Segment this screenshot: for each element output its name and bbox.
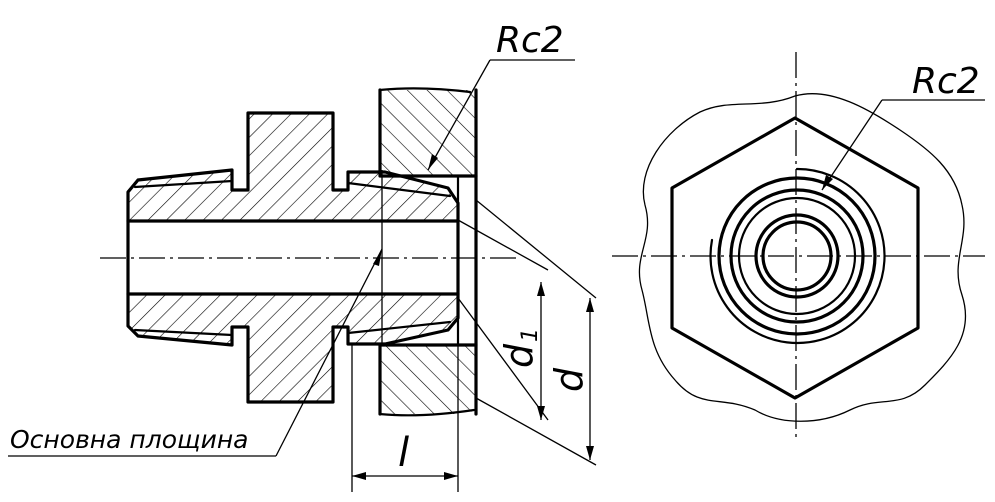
hexagon-nut xyxy=(670,116,920,400)
housing-wall xyxy=(378,87,478,417)
base-plane-leader xyxy=(8,170,383,457)
dimension-d xyxy=(475,199,597,466)
outer-thread-circle xyxy=(717,176,877,336)
dim-l-label: l xyxy=(398,430,409,476)
roughness-label-section: Rc2 xyxy=(496,20,564,61)
thread-lines xyxy=(133,179,452,337)
roughness-symbol-section xyxy=(427,59,575,171)
section-view: Основна площина Rc2 d 1 d xyxy=(8,20,597,492)
fitting-lower-half xyxy=(128,294,458,402)
dim-d-label: d xyxy=(547,367,591,392)
through-bore xyxy=(126,219,460,296)
dimension-l xyxy=(351,345,459,492)
roughness-label-view: Rc2 xyxy=(912,61,980,102)
thread-arc xyxy=(709,167,886,345)
dim-d1-subscript: 1 xyxy=(518,328,543,342)
end-view: Rc2 xyxy=(612,52,985,440)
roughness-symbol-view xyxy=(821,99,985,191)
dimension-d1 xyxy=(457,219,549,421)
break-outline xyxy=(638,93,967,422)
dim-d1-label: d xyxy=(497,343,541,368)
base-plane-label: Основна площина xyxy=(10,425,249,454)
